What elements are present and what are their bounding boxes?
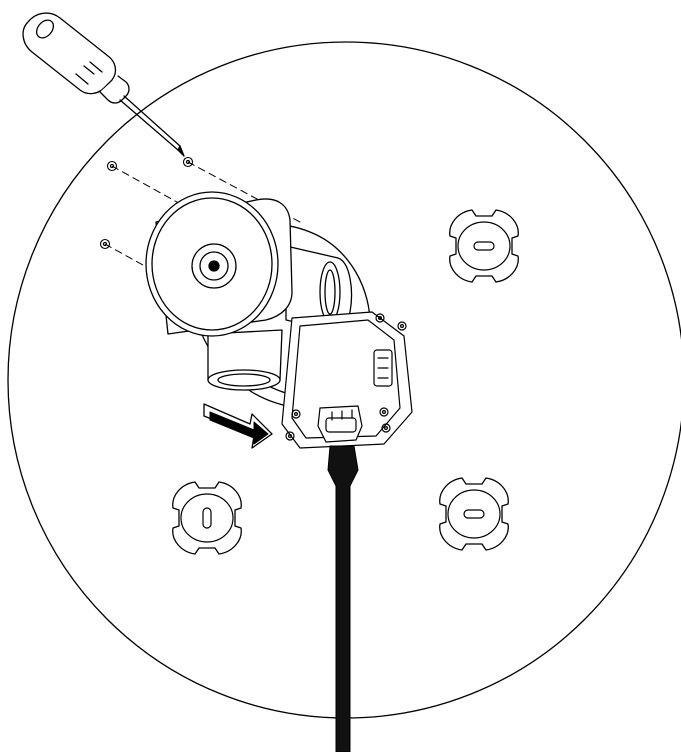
rubber-foot-bottom-left: [172, 481, 242, 555]
screwdriver-icon: [22, 12, 185, 157]
arrow-icon: [203, 403, 273, 449]
screw-icon: [106, 160, 118, 172]
network-cable: [327, 445, 359, 752]
junction-box: [281, 311, 413, 449]
screw-icon: [99, 238, 111, 250]
rubber-foot-top-right: [449, 209, 519, 283]
screw-icon: [182, 156, 194, 168]
rubber-foot-bottom-right: [439, 477, 509, 551]
camera-icon: [145, 191, 371, 409]
box-screws: [285, 313, 407, 441]
